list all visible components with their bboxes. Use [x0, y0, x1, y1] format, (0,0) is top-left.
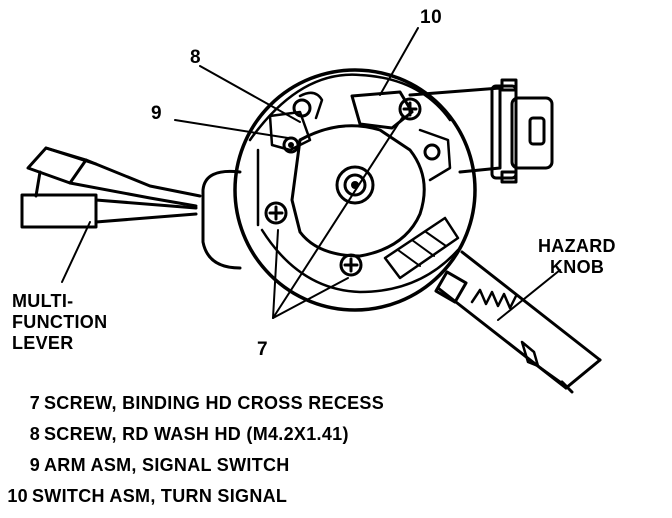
cancel-cam	[268, 90, 452, 258]
leader-lines	[61, 27, 561, 321]
switch-body	[233, 68, 477, 312]
legend-text: ARM ASM, SIGNAL SWITCH	[44, 455, 290, 475]
callout-10: 10	[420, 7, 443, 28]
screw-arm	[282, 136, 300, 154]
legend-number: 7	[29, 393, 40, 413]
legend-number: 10	[7, 486, 28, 506]
legend-text: SCREW, BINDING HD CROSS RECESS	[44, 393, 385, 413]
legend-text: SWITCH ASM, TURN SIGNAL	[32, 486, 288, 506]
multifunction-lever-label-line3: LEVER	[12, 333, 74, 353]
callout-8: 8	[190, 47, 202, 68]
callout-7: 7	[257, 339, 269, 360]
multifunction-lever	[20, 146, 202, 229]
callout-9: 9	[151, 103, 163, 124]
multifunction-lever-label-line1: MULTI-	[12, 291, 74, 311]
hazard-switch-contacts	[383, 216, 460, 280]
hazard-knob-label-line1: HAZARD	[538, 236, 616, 256]
screw-bottom	[339, 253, 363, 277]
screw-left	[264, 201, 288, 225]
housing-stub	[201, 169, 242, 270]
hazard-knob-label: HAZARD KNOB	[538, 236, 616, 278]
multifunction-lever-label: MULTI- FUNCTION LEVER	[12, 291, 107, 354]
connector	[408, 78, 554, 184]
multifunction-lever-label-line2: FUNCTION	[12, 312, 108, 332]
legend-number: 8	[29, 424, 40, 444]
screw-top-right	[398, 97, 422, 121]
legend-text: SCREW, RD WASH HD (M4.2X1.41)	[44, 424, 349, 444]
legend-number: 9	[29, 455, 40, 475]
hazard-knob	[434, 250, 602, 394]
hazard-knob-label-line2: KNOB	[550, 257, 605, 277]
